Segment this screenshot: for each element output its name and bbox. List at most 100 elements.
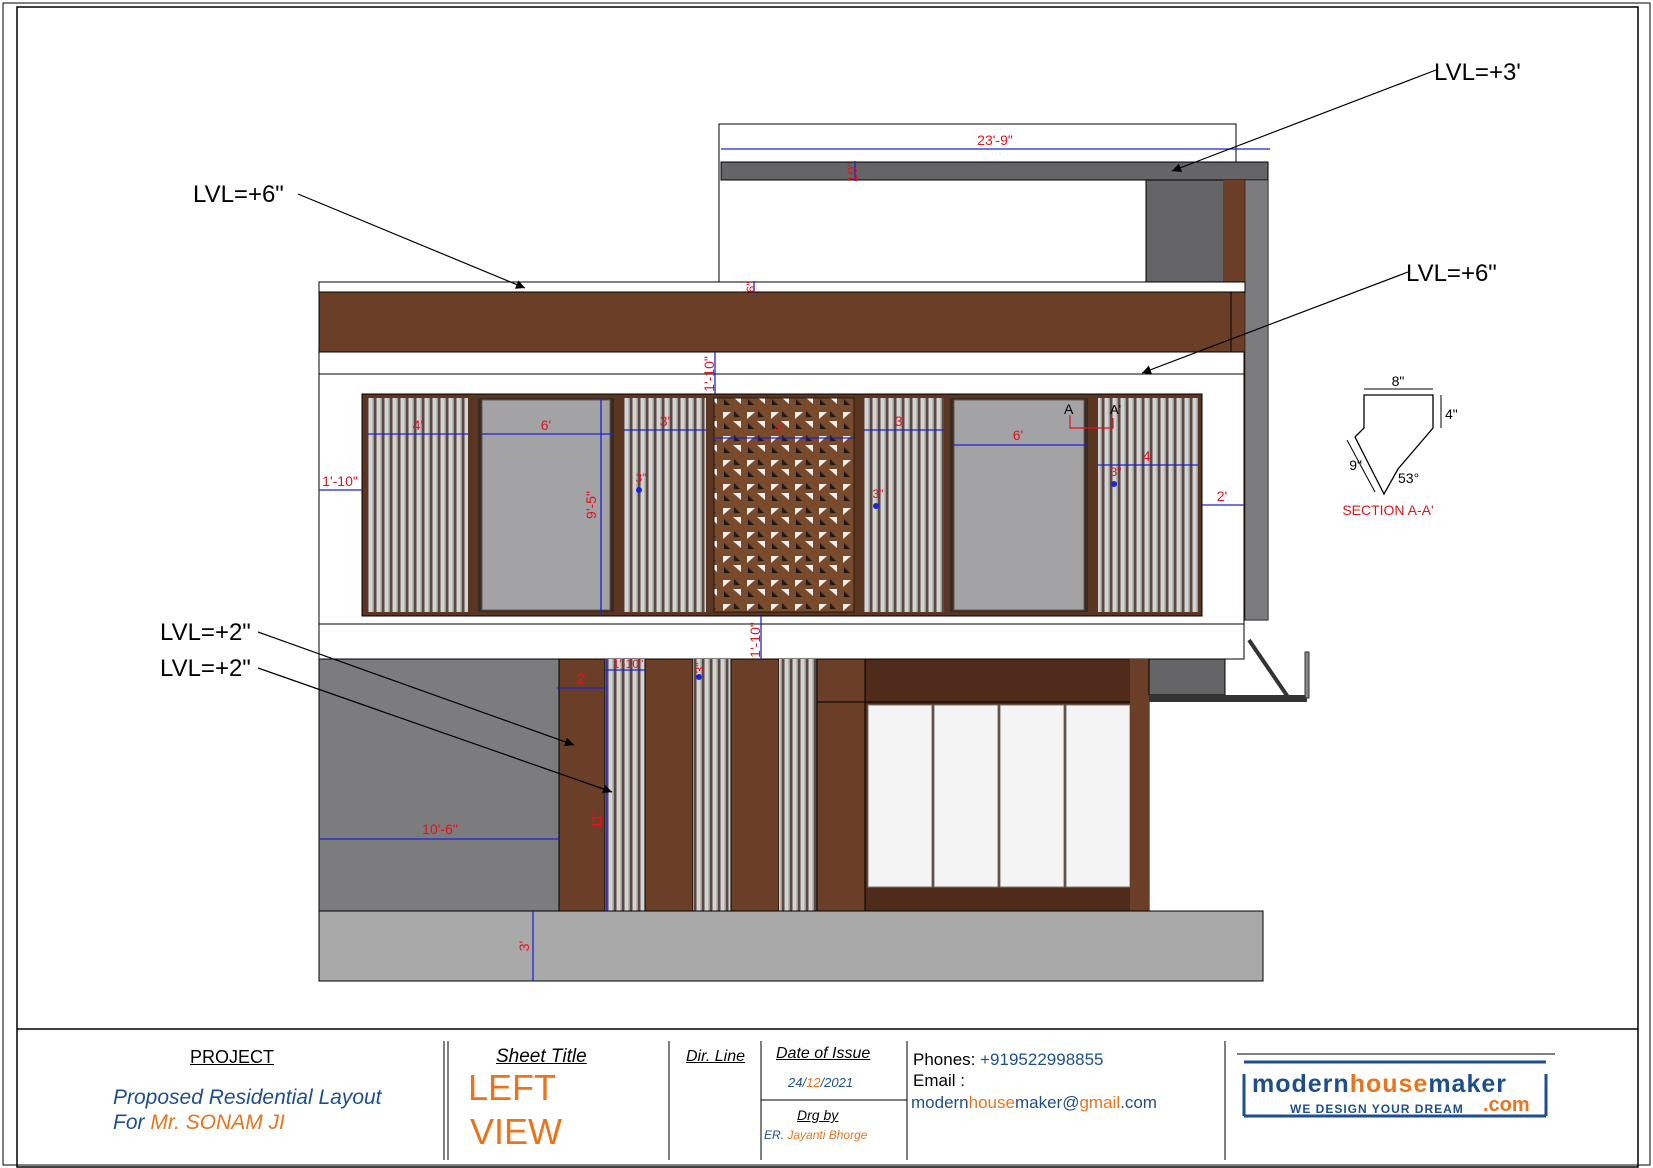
ground-wood-column-1 <box>558 658 606 912</box>
ground-fins-2 <box>693 659 731 911</box>
upper-wood-band <box>318 291 1232 353</box>
project-client: Mr. SONAM JI <box>150 1111 285 1134</box>
section-marker: A A' <box>1064 401 1121 429</box>
phones-line: Phones: +919522998855 <box>913 1050 1104 1070</box>
dim-ground-fins: 1'-10" <box>613 657 644 671</box>
section-dim-angle: 53° <box>1398 470 1419 486</box>
email-part-5: .com <box>1120 1093 1157 1112</box>
dim-fin-gap-2: 3" <box>873 487 884 501</box>
level-leaders <box>257 69 1437 794</box>
email-part-3: maker@ <box>1014 1093 1080 1112</box>
email-part-4: gmail <box>1079 1093 1121 1112</box>
sheet-border <box>16 6 1639 1168</box>
glass-pane-1 <box>867 704 933 888</box>
project-client-line: For Mr. SONAM JI <box>113 1111 285 1135</box>
dim-ground-col: 2' <box>577 670 587 686</box>
phone-number: +919522998855 <box>980 1050 1104 1069</box>
sheet-title-2: VIEW <box>470 1111 563 1152</box>
canopy-strut <box>1247 638 1292 702</box>
dimension-lines <box>319 148 1270 981</box>
date-year: /2021 <box>820 1075 854 1090</box>
title-block-lines <box>443 1041 1555 1160</box>
drg-by-prefix: ER. <box>764 1128 785 1142</box>
window-right <box>953 399 1085 611</box>
section-detail: 8" 4" 9" 53° SECTION A-A' <box>1342 373 1457 518</box>
level-label-1: LVL=+3' <box>1434 59 1521 86</box>
parapet <box>318 281 1246 293</box>
project-label: PROJECT <box>190 1047 275 1067</box>
dim-ground-fin-gap: 3" <box>693 663 707 674</box>
project-title: Proposed Residential Layout <box>113 1086 382 1109</box>
logo-wordmark: modernhousemaker <box>1252 1070 1507 1099</box>
level-label-4: LVL=+2" <box>160 619 251 646</box>
ground-wood-column-4 <box>816 658 866 912</box>
window-left <box>481 399 611 611</box>
logo-com: .com <box>1483 1094 1530 1116</box>
section-mark-a: A <box>1064 401 1074 417</box>
logo-maker: maker <box>1428 1070 1507 1098</box>
side-edge <box>1244 179 1269 621</box>
dim-ground-height: 11' <box>588 811 604 828</box>
section-dim-slope: 9" <box>1349 457 1362 473</box>
dim-plinth: 3' <box>516 941 532 951</box>
email-part-2: house <box>968 1093 1015 1112</box>
ground-wood-edge <box>1130 659 1149 911</box>
dim-panel-d: 4' <box>1143 448 1153 464</box>
ground-wood-column-2 <box>644 658 694 912</box>
drg-by-value: ER. Jayanti Bhorge <box>764 1128 867 1142</box>
dim-panel-a: 4' <box>413 417 423 433</box>
dim-panel-b: 3' <box>660 413 670 429</box>
email-value[interactable]: modernhousemaker@gmail.com <box>911 1093 1157 1113</box>
level-label-3: LVL=+6" <box>1406 260 1497 287</box>
glass-pane-4 <box>1065 704 1131 888</box>
dim-top-width: 23'-9" <box>977 132 1013 148</box>
email-label: Email : <box>913 1071 965 1090</box>
dim-ground-wall: 10'-6" <box>422 821 458 837</box>
canopy-post <box>1304 651 1310 699</box>
level-label-5: LVL=+2" <box>160 655 251 682</box>
dim-window-right: 6' <box>1013 427 1023 443</box>
dimension-dots <box>636 481 1117 680</box>
logo-house: house <box>1349 1070 1429 1098</box>
date-value: 24/12/2021 <box>788 1075 853 1090</box>
dir-line-label: Dir. Line <box>686 1048 745 1065</box>
jaali-screen <box>713 397 855 613</box>
ground-side-wall <box>1148 658 1226 696</box>
dim-window-height: 9'-5" <box>583 491 599 519</box>
top-slab <box>720 161 1269 181</box>
glass-pane-2 <box>933 704 999 888</box>
dim-fin-gap-1: 3" <box>636 471 647 485</box>
dim-panel-c: 3' <box>895 413 905 429</box>
dim-left-offset: 1'-10" <box>322 473 358 489</box>
level-labels: LVL=+3' LVL=+6" LVL=+6" LVL=+2" LVL=+2" <box>160 59 1521 682</box>
ground-wood-column-3 <box>730 658 780 912</box>
logo-modern: modern <box>1252 1070 1350 1098</box>
dim-right-offset: 2' <box>1217 488 1227 504</box>
section-dim-top: 8" <box>1392 373 1405 389</box>
ground-grey-wall <box>318 658 560 912</box>
ground-fins-1 <box>605 659 645 911</box>
section-dim-side: 4" <box>1445 406 1458 422</box>
dim-parapet: 6" <box>744 282 758 293</box>
section-title: SECTION A-A' <box>1342 502 1433 518</box>
dimension-labels: 23'-9" 10" 6" 1'-10" 1'-10" 1'-10" 2' 4'… <box>322 132 1227 951</box>
date-day: 24/ <box>788 1075 807 1090</box>
fin-panel-4 <box>1098 398 1198 612</box>
project-for: For <box>113 1111 145 1134</box>
plinth <box>318 910 1264 982</box>
ground-fins-3 <box>779 659 817 911</box>
date-label: Date of Issue <box>776 1045 871 1062</box>
canopy-slab <box>1149 695 1307 702</box>
dim-jaali: 4' <box>773 421 783 437</box>
drg-by-name: Jayanti Bhorge <box>787 1128 868 1142</box>
level-label-2: LVL=+6" <box>193 181 284 208</box>
drg-by-label: Drg by <box>797 1107 839 1123</box>
dim-window-left: 6' <box>541 417 551 433</box>
glass-pane-3 <box>999 704 1065 888</box>
sheet-title-1: LEFT <box>468 1067 557 1108</box>
dim-fin-gap-3: 3" <box>1111 465 1122 479</box>
dim-top-slab: 10" <box>844 162 860 183</box>
date-month: 12 <box>806 1075 821 1090</box>
